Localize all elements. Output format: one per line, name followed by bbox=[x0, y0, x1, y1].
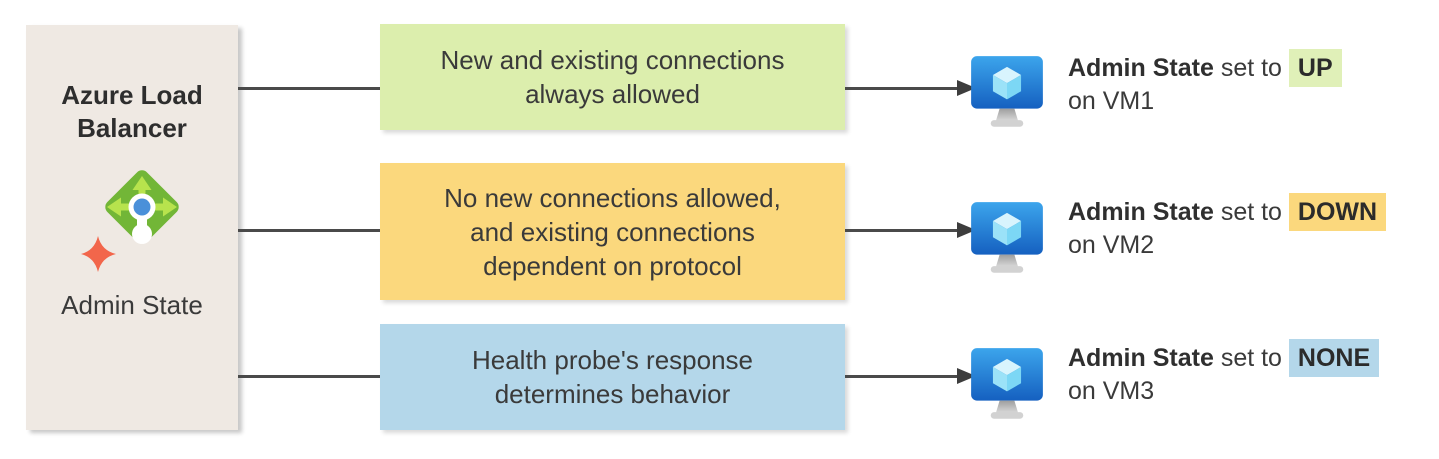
behavior-box-up: New and existing connections always allo… bbox=[380, 24, 845, 130]
connector-line-up bbox=[238, 87, 380, 90]
behavior-none-line1: Health probe's response bbox=[471, 345, 754, 375]
behavior-up-line1: New and existing connections bbox=[440, 45, 785, 75]
result-vm1-line1: Admin State set to UP bbox=[1068, 49, 1342, 87]
arrow-to-vm2 bbox=[845, 222, 976, 238]
behavior-down-line3: dependent on protocol bbox=[483, 250, 742, 281]
state-badge-none: NONE bbox=[1288, 339, 1380, 377]
result-vm2: Admin State set to DOWN on VM2 bbox=[1068, 193, 1387, 262]
result-vm2-line1: Admin State set to DOWN bbox=[1068, 193, 1387, 231]
admin-state-label: Admin State bbox=[1068, 54, 1214, 82]
source-title-line2: Balancer bbox=[77, 113, 187, 143]
behavior-up-line2: always allowed bbox=[525, 79, 700, 109]
vm2-icon bbox=[970, 201, 1044, 279]
arrow-to-vm3 bbox=[845, 368, 976, 384]
connector-line-down bbox=[238, 229, 380, 232]
load-balancer-node: Azure Load Balancer Admin Sta bbox=[26, 25, 238, 430]
vm3-icon bbox=[970, 347, 1044, 425]
behavior-down-line2: and existing connections bbox=[470, 216, 755, 247]
set-to-text: set to bbox=[1220, 198, 1282, 226]
behavior-none-line2: determines behavior bbox=[494, 379, 731, 409]
source-label: Admin State bbox=[61, 290, 203, 320]
azure-load-balancer-icon bbox=[80, 167, 184, 278]
state-badge-up: UP bbox=[1288, 49, 1342, 87]
set-to-text: set to bbox=[1220, 344, 1282, 372]
vm2-name-text: on VM2 bbox=[1068, 231, 1155, 259]
state-badge-down: DOWN bbox=[1288, 193, 1387, 231]
source-title-line1: Azure Load bbox=[61, 80, 203, 110]
vm1-icon bbox=[970, 55, 1044, 133]
source-title: Azure Load Balancer bbox=[61, 79, 203, 145]
behavior-down-line1: No new connections allowed, bbox=[444, 182, 781, 213]
admin-state-label: Admin State bbox=[1068, 344, 1214, 372]
vm3-name-text: on VM3 bbox=[1068, 377, 1155, 405]
behavior-box-down: No new connections allowed, and existing… bbox=[380, 163, 845, 300]
admin-state-label: Admin State bbox=[1068, 198, 1214, 226]
result-vm1: Admin State set to UP on VM1 bbox=[1068, 49, 1342, 118]
arrow-to-vm1 bbox=[845, 80, 976, 96]
set-to-text: set to bbox=[1220, 54, 1282, 82]
sparkle-icon bbox=[81, 236, 116, 272]
vm1-name-text: on VM1 bbox=[1068, 87, 1155, 115]
connector-line-none bbox=[238, 375, 380, 378]
result-vm3-line1: Admin State set to NONE bbox=[1068, 339, 1380, 377]
result-vm3: Admin State set to NONE on VM3 bbox=[1068, 339, 1380, 408]
behavior-box-none: Health probe's response determines behav… bbox=[380, 324, 845, 430]
